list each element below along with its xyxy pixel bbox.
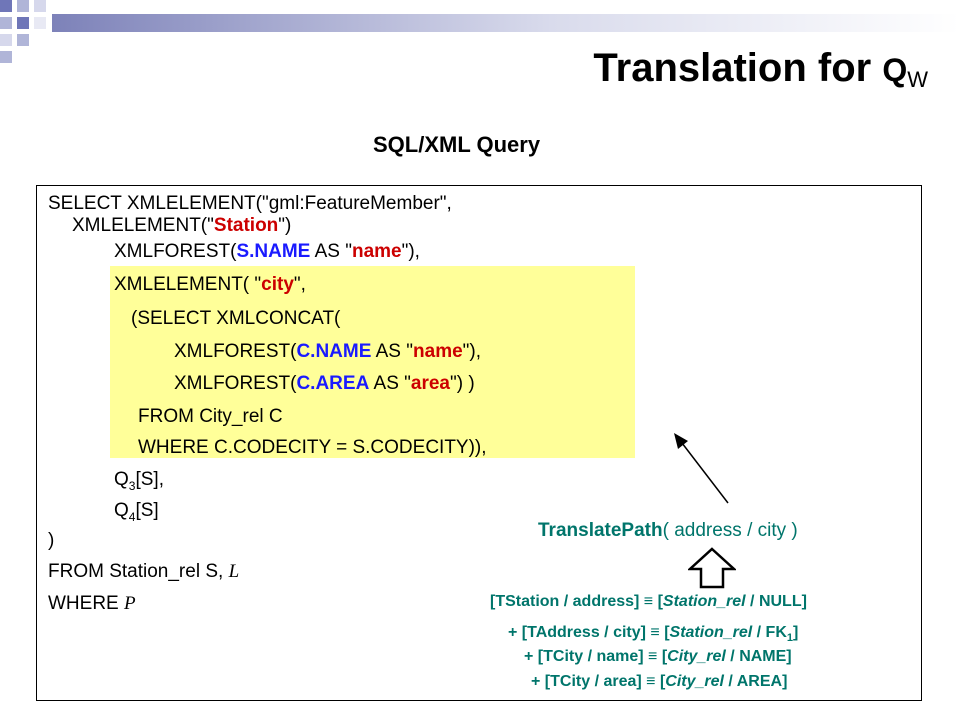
code-line-3: XMLFOREST(S.NAME AS "name"), bbox=[114, 241, 420, 262]
section-heading: SQL/XML Query bbox=[373, 132, 541, 157]
deco-square bbox=[17, 0, 29, 12]
code-line-12: ) bbox=[48, 530, 55, 551]
query-box bbox=[36, 185, 922, 701]
code-line-14: WHERE P bbox=[48, 593, 136, 614]
deco-square bbox=[0, 17, 12, 29]
code-line-2: XMLELEMENT("Station") bbox=[72, 215, 292, 236]
code-line-7: XMLFOREST(C.AREA AS "area") ) bbox=[174, 373, 475, 394]
up-arrow-icon bbox=[688, 547, 736, 589]
code-line-4: XMLELEMENT( "city", bbox=[114, 274, 306, 295]
deco-square bbox=[0, 0, 12, 12]
code-line-6: XMLFOREST(C.NAME AS "name"), bbox=[174, 341, 482, 362]
highlight-block bbox=[110, 266, 635, 458]
code-line-5: (SELECT XMLCONCAT( bbox=[131, 308, 341, 329]
deco-square bbox=[0, 34, 12, 46]
deco-square bbox=[34, 17, 46, 29]
mapping-line-4: + [TCity / area] ≡ [City_rel / AREA] bbox=[531, 673, 788, 690]
deco-square bbox=[17, 17, 29, 29]
deco-square bbox=[34, 0, 46, 12]
code-line-13: FROM Station_rel S, L bbox=[48, 561, 240, 582]
mapping-line-1: [TStation / address] ≡ [Station_rel / NU… bbox=[490, 593, 807, 610]
translate-path-call: TranslatePath( address / city ) bbox=[538, 520, 798, 541]
code-line-11: Q4[S] bbox=[114, 500, 159, 524]
code-line-1: SELECT XMLELEMENT("gml:FeatureMember", bbox=[48, 193, 452, 214]
deco-square bbox=[17, 34, 29, 46]
code-line-9: WHERE C.CODECITY = S.CODECITY)), bbox=[138, 437, 487, 458]
page-title: Translation for QW bbox=[593, 46, 928, 92]
code-line-8: FROM City_rel C bbox=[138, 406, 283, 427]
mapping-line-2: + [TAddress / city] ≡ [Station_rel / FK1… bbox=[508, 624, 799, 645]
pointer-arrow-icon bbox=[674, 433, 729, 504]
mapping-line-3: + [TCity / name] ≡ [City_rel / NAME] bbox=[524, 648, 792, 665]
deco-square bbox=[0, 51, 12, 63]
code-line-10: Q3[S], bbox=[114, 469, 164, 493]
header-bar bbox=[52, 14, 960, 32]
